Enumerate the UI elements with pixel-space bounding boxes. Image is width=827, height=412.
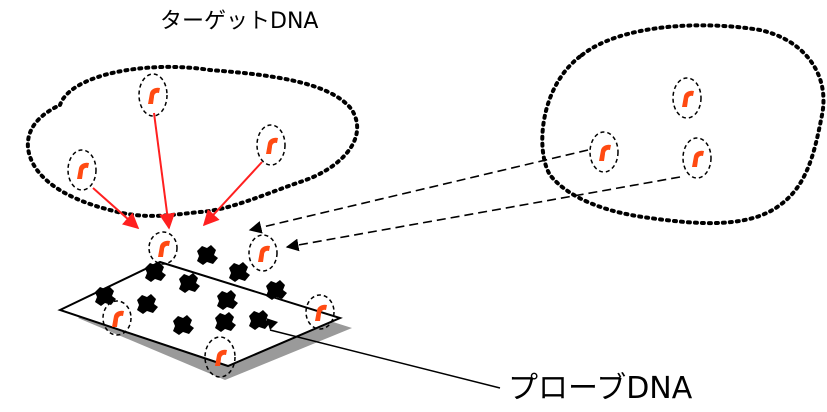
- probe-chip: [57, 260, 343, 368]
- probe-pointer: [266, 318, 278, 330]
- target-molecule: [67, 149, 97, 191]
- red-arrow: [153, 112, 176, 230]
- red-arrow: [202, 161, 263, 227]
- dashed-arrow: [285, 176, 681, 252]
- probe-spot: [197, 245, 218, 265]
- target-dna-label: ターゲットDNA: [160, 9, 318, 34]
- probe-dna-label: プローブDNA: [508, 371, 693, 406]
- hybridized-molecule: [204, 336, 236, 378]
- probe-leader-line: [269, 329, 501, 389]
- probe-spot: [229, 262, 250, 282]
- left-target-cluster-outline: [25, 64, 360, 218]
- right-target-cluster-outline: [540, 23, 826, 226]
- hybridized-molecule: [248, 234, 278, 272]
- target-molecule: [138, 73, 168, 117]
- target-molecule: [672, 77, 702, 119]
- red-arrow: [92, 187, 140, 230]
- hybridized-molecule: [305, 294, 335, 330]
- target-molecule: [589, 131, 619, 173]
- target-molecule: [682, 137, 712, 179]
- hybridized-molecule: [102, 300, 132, 336]
- probe-spot: [266, 280, 287, 300]
- hybridized-molecule: [148, 231, 178, 265]
- dashed-arrow: [248, 149, 589, 234]
- target-molecule: [256, 124, 286, 166]
